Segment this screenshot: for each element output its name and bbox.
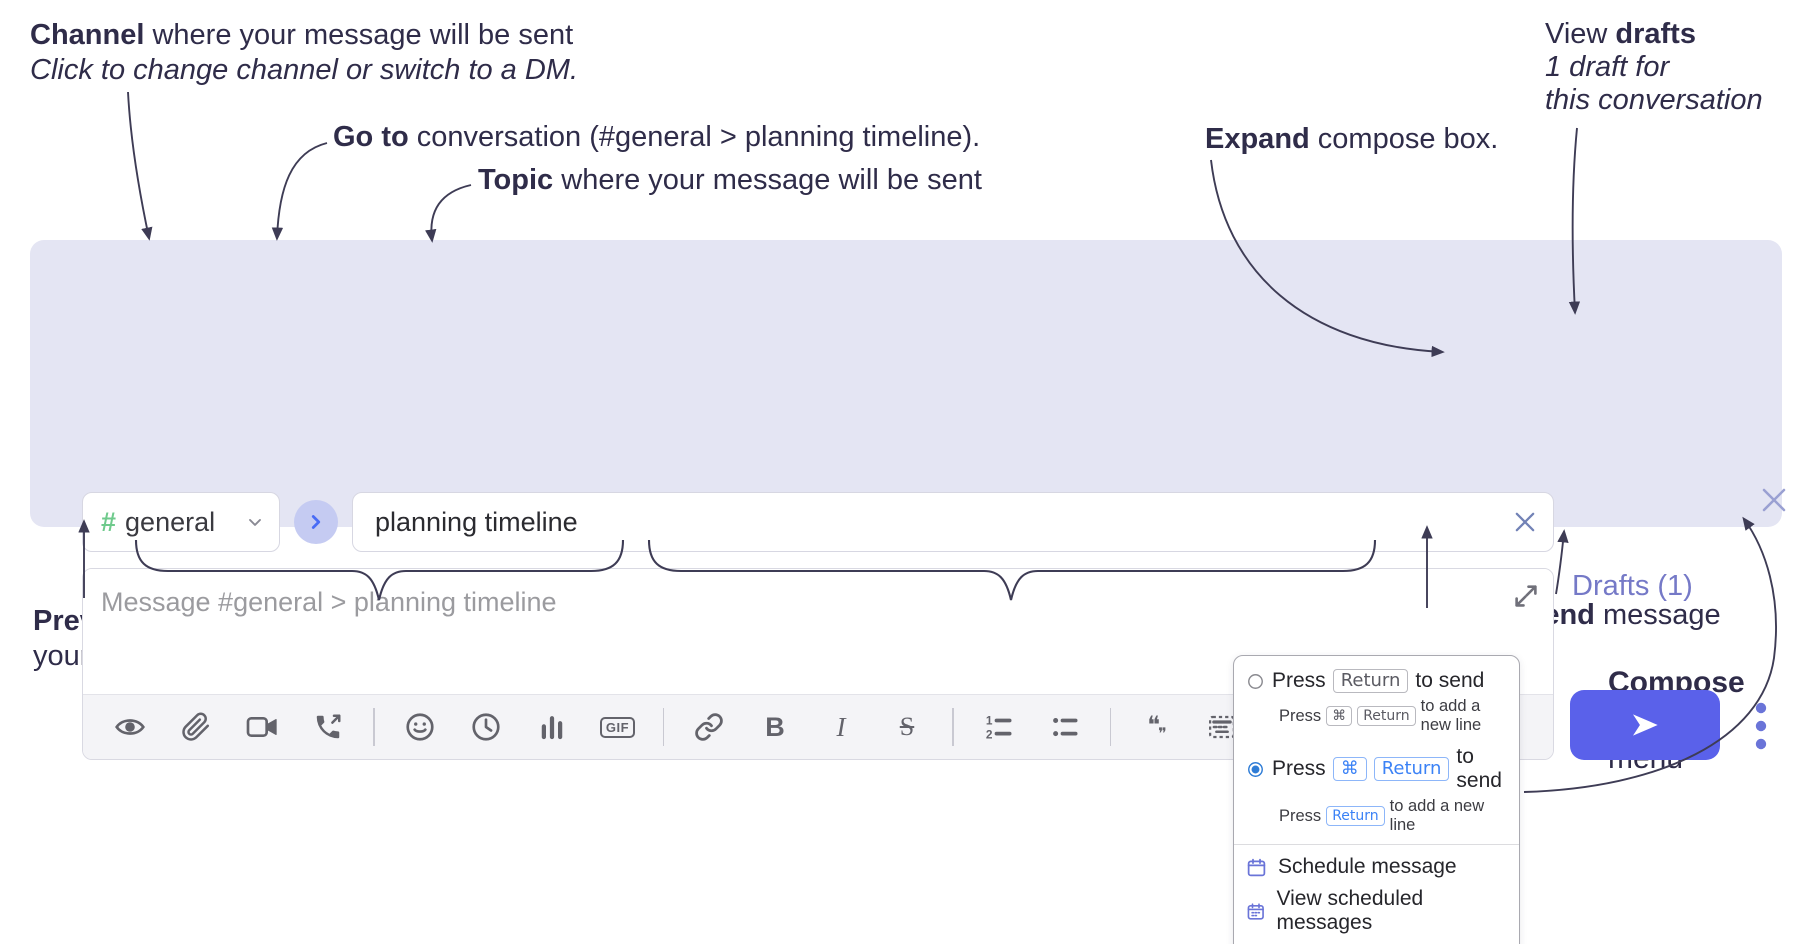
gif-button[interactable]: GIF <box>596 704 640 750</box>
smiley-icon <box>405 713 434 741</box>
quote-button[interactable]: ❝❞ <box>1134 704 1178 750</box>
chevron-down-icon <box>249 519 261 526</box>
menu-item-view-scheduled-messages[interactable]: View scheduled messages <box>1234 883 1519 939</box>
bulleted-list-button[interactable] <box>1043 704 1087 750</box>
spoiler-button[interactable] <box>1200 704 1244 750</box>
channel-selector[interactable]: # general <box>82 492 280 552</box>
close-compose-icon[interactable] <box>1758 484 1790 516</box>
compose-box: # general <box>30 240 1786 760</box>
channel-hash-icon: # <box>101 506 117 537</box>
return-key: Return <box>1326 806 1385 826</box>
drafts-link[interactable]: Drafts (1) <box>1572 570 1693 602</box>
go-to-conversation-button[interactable] <box>294 500 338 544</box>
menu-option-return-subtext: Press ⌘ Return to add a new line <box>1279 697 1482 734</box>
svg-text:1: 1 <box>985 714 992 728</box>
menu-option-return-to-send[interactable]: Press Return to send <box>1234 669 1519 693</box>
annotation-channel-line2: Click to change channel or switch to a D… <box>30 54 579 86</box>
video-camera-icon <box>246 717 277 737</box>
send-button[interactable] <box>1570 690 1720 760</box>
menu-divider <box>1234 844 1519 845</box>
numbered-list-button[interactable]: 1 2 <box>977 704 1021 750</box>
link-button[interactable] <box>687 704 731 750</box>
arrow-go-to <box>271 142 328 241</box>
calendar-icon <box>1247 858 1266 876</box>
return-key: Return <box>1357 706 1416 726</box>
topic-field <box>352 492 1554 552</box>
radio-unselected-icon[interactable] <box>1246 672 1265 691</box>
gif-icon: GIF <box>599 716 636 738</box>
arrow-topic <box>425 184 472 243</box>
emoji-button[interactable] <box>398 704 442 750</box>
bar-chart-icon <box>541 716 562 740</box>
phone-outgoing-icon <box>316 714 341 739</box>
preview-message-button[interactable] <box>108 704 152 750</box>
toolbar-divider <box>1109 708 1111 746</box>
attach-file-button[interactable] <box>174 704 218 750</box>
spoiler-icon <box>1209 715 1235 739</box>
return-key: Return <box>1332 669 1409 693</box>
toolbar-divider <box>662 708 664 746</box>
bulleted-list-icon <box>1052 718 1077 737</box>
arrow-channel <box>127 91 153 241</box>
cmd-key: ⌘ <box>1332 757 1367 781</box>
calendar-dots-icon <box>1247 902 1264 920</box>
eye-icon <box>115 719 145 735</box>
quote-icon: ❝❞ <box>1147 711 1166 743</box>
video-call-button[interactable] <box>240 704 284 750</box>
compose-options-menu: Press Return to send Press ⌘ Return to a… <box>1233 655 1520 944</box>
toolbar-divider <box>952 708 954 746</box>
arrow-send <box>1555 529 1569 595</box>
strikethrough-icon: S <box>899 712 915 741</box>
annotation-go-to: Go to conversation (#general > planning … <box>333 121 981 153</box>
paperclip-icon <box>182 712 210 741</box>
italic-icon: I <box>836 711 846 742</box>
annotation-channel-bold: Channel <box>30 19 145 51</box>
cmd-key: ⌘ <box>1326 706 1353 726</box>
send-icon <box>1633 714 1658 736</box>
annotation-view-drafts: View drafts 1 draft for this conversatio… <box>1545 18 1763 116</box>
menu-option-cmd-return-to-send[interactable]: Press ⌘ Return to send <box>1234 745 1519 793</box>
chevron-right-icon <box>311 515 321 529</box>
clock-icon <box>471 713 500 741</box>
italic-button[interactable]: I <box>819 704 863 750</box>
clear-topic-icon[interactable] <box>1511 508 1539 536</box>
topic-input[interactable] <box>373 505 1511 539</box>
menu-item-schedule-message[interactable]: Schedule message <box>1234 851 1519 883</box>
voice-call-button[interactable] <box>306 704 350 750</box>
annotation-expand: Expand compose box. <box>1205 123 1499 155</box>
radio-selected-icon[interactable] <box>1246 760 1265 779</box>
expand-compose-icon[interactable] <box>1511 581 1541 611</box>
annotation-topic: Topic where your message will be sent <box>478 164 982 196</box>
return-key: Return <box>1373 757 1450 781</box>
annotation-channel: Channel where your message will be sent … <box>30 19 579 86</box>
menu-option-cmd-return-subtext: Press Return to add a new line <box>1279 797 1485 834</box>
vertical-ellipsis-icon <box>1755 702 1767 750</box>
bold-icon: B <box>765 711 785 742</box>
toolbar-divider <box>373 708 375 746</box>
strikethrough-button[interactable]: S <box>885 704 929 750</box>
svg-text:2: 2 <box>985 727 992 741</box>
poll-button[interactable] <box>530 704 574 750</box>
bold-button[interactable]: B <box>753 704 797 750</box>
link-icon <box>695 713 723 741</box>
channel-name: general <box>125 506 216 537</box>
numbered-list-icon: 1 2 <box>985 714 1011 741</box>
compose-options-button[interactable] <box>1746 700 1776 752</box>
time-button[interactable] <box>464 704 508 750</box>
